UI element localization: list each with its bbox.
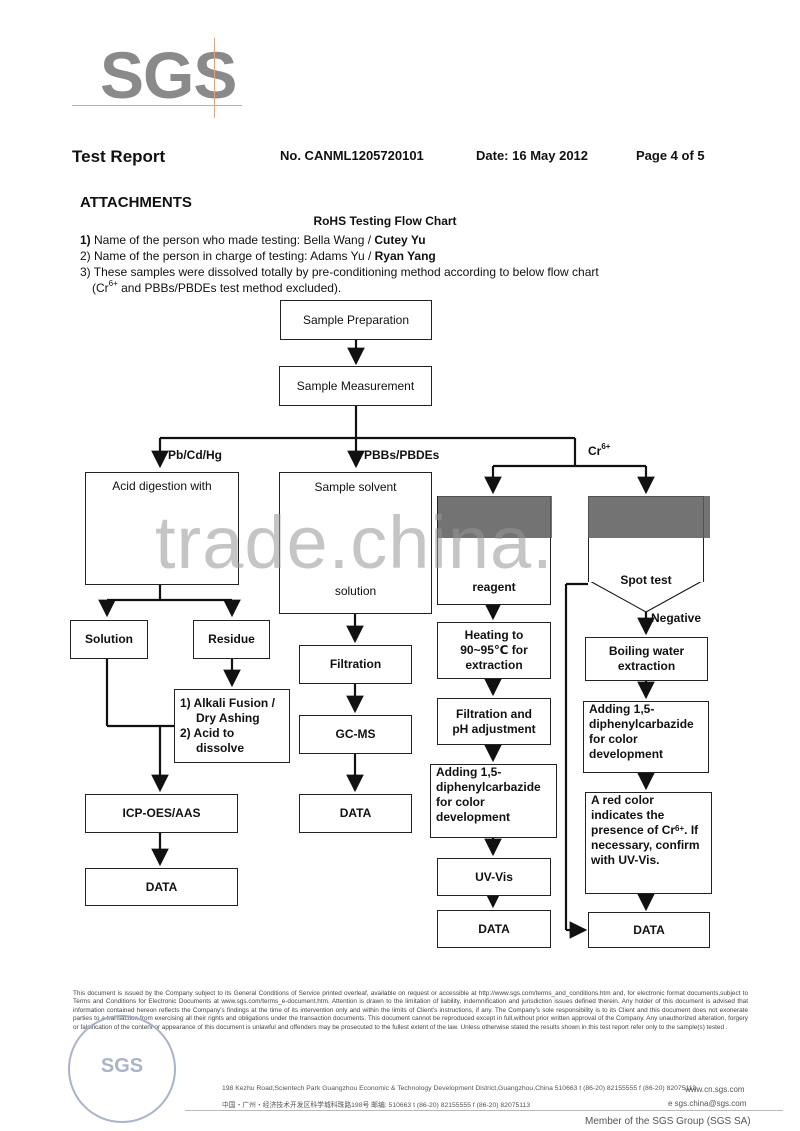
solution-word: solution <box>334 584 377 598</box>
box-icp-oes-aas: ICP-OES/AAS <box>85 794 238 833</box>
box-filtration: Filtration <box>299 645 412 684</box>
box-alkali-fusion: 1) Alkali Fusion / Dry Ashing 2) Acid to… <box>174 689 290 763</box>
report-date: Date: 16 May 2012 <box>476 148 589 163</box>
watermark-text: trade.china. <box>155 501 554 584</box>
branch-label-cr: Cr6+ <box>588 442 611 458</box>
box-uv-vis: UV-Vis <box>437 858 551 896</box>
report-title: Test Report <box>72 147 166 166</box>
logo-vertical-rule <box>214 38 215 118</box>
box-residue: Residue <box>193 620 270 659</box>
attachments-heading: ATTACHMENTS <box>80 194 192 211</box>
box-sample-measurement: Sample Measurement <box>279 366 432 406</box>
branch-label-metals: Pb/Cd/Hg <box>168 448 222 462</box>
flow-chart-title: RoHS Testing Flow Chart <box>313 214 457 228</box>
box-solution: Solution <box>70 620 148 659</box>
report-number: No. CANML1205720101 <box>280 148 424 163</box>
address-chinese: 中国・广州・经济技术开发区科学城科珠路198号 邮编: 510663 t (86… <box>222 1102 531 1109</box>
watermark-band-left <box>438 496 552 538</box>
sgs-seal-stamp: SGS <box>68 1015 176 1123</box>
sample-solvent-label: Sample solvent <box>314 480 397 494</box>
box-data-pbb: DATA <box>299 794 412 833</box>
branch-label-pbb: PBBs/PBDEs <box>364 448 440 462</box>
box-red-color: A red color indicates the presence of Cr… <box>585 792 712 894</box>
negative-label: Negative <box>651 611 702 625</box>
page-number: Page 4 of 5 <box>636 148 705 163</box>
member-statement: Member of the SGS Group (SGS SA) <box>585 1116 751 1127</box>
box-sample-preparation: Sample Preparation <box>280 300 432 340</box>
footer-rule <box>185 1110 783 1111</box>
note-1: 1) Name of the person who made testing: … <box>80 233 426 247</box>
box-data-cr-left: DATA <box>437 910 551 948</box>
note-2: 2) Name of the person in charge of testi… <box>80 249 436 263</box>
box-data-cr-right: DATA <box>588 912 710 948</box>
box-sample-solvent: Sample solvent solution <box>279 472 432 614</box>
website: www.cn.sgs.com <box>685 1085 745 1094</box>
box-data-metals: DATA <box>85 868 238 906</box>
logo-horizontal-rule <box>72 105 242 106</box>
email: e sgs.china@sgs.com <box>668 1099 747 1108</box>
note-3: 3) These samples were dissolved totally … <box>80 265 599 279</box>
legal-fine-print: This document is issued by the Company s… <box>73 990 748 1031</box>
box-acid-digestion: Acid digestion with <box>85 472 239 585</box>
watermark-band-right <box>588 496 710 538</box>
note-3-continued: (Cr6+ and PBBs/PBDEs test method exclude… <box>92 279 342 295</box>
address-english: 198 Kezhu Road,Scientech Park Guangzhou … <box>222 1085 697 1092</box>
box-gcms: GC-MS <box>299 715 412 754</box>
